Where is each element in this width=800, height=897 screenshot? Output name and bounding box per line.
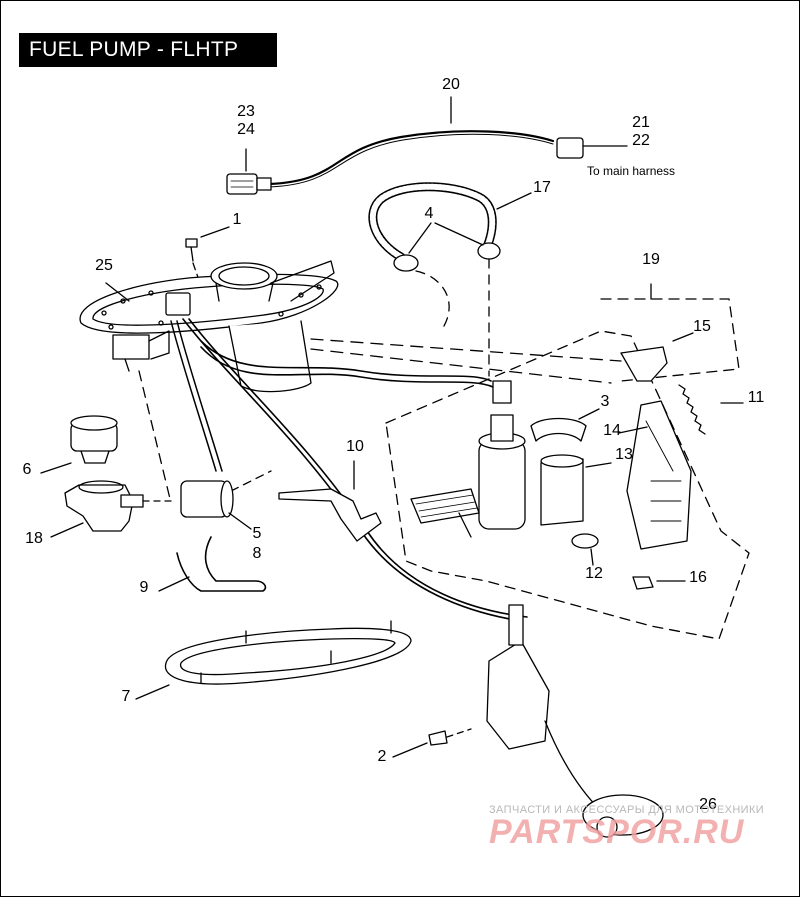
page-title: FUEL PUMP - FLHTP — [19, 33, 277, 67]
group-19-upper-box — [600, 298, 740, 382]
clip-12 — [571, 533, 599, 549]
nut-16 — [632, 576, 654, 590]
callout-19: 19 — [642, 251, 660, 268]
screw-1 — [185, 238, 198, 248]
strap-3 — [530, 417, 587, 442]
callout-labels: 1234567891011121314151617181920212223242… — [23, 76, 765, 813]
callout-4: 4 — [425, 205, 434, 222]
bracket-10 — [278, 488, 382, 542]
gasket-7 — [164, 627, 412, 685]
screw-2 — [428, 730, 448, 746]
callout-25: 25 — [95, 257, 113, 274]
callout-26: 26 — [699, 796, 717, 813]
callout-11: 11 — [748, 389, 765, 406]
callout-18: 18 — [25, 530, 43, 547]
callout-24: 24 — [237, 121, 255, 138]
callout-6: 6 — [23, 461, 32, 478]
spring-11 — [678, 384, 706, 435]
group-19-outline — [385, 330, 750, 640]
callout-15: 15 — [693, 318, 711, 335]
callout-10: 10 — [346, 438, 364, 455]
clamp-4-right — [477, 242, 501, 260]
fuel-pump — [478, 440, 526, 530]
callout-22: 22 — [632, 132, 650, 149]
strainer — [410, 488, 480, 524]
watermark-logo: PARTSPOR.RU — [489, 813, 745, 851]
callout-5: 5 — [253, 525, 262, 542]
callout-21: 21 — [632, 114, 650, 131]
callout-9: 9 — [140, 579, 149, 596]
bracket-15 — [620, 346, 668, 382]
clamp-4-left — [393, 254, 419, 272]
level-sender-26 — [486, 640, 550, 750]
callout-7: 7 — [122, 688, 131, 705]
fitting-18 — [64, 484, 134, 532]
filter-5 — [180, 480, 228, 518]
callout-20: 20 — [442, 76, 460, 93]
sender-14 — [626, 400, 692, 550]
callout-13: 13 — [615, 446, 633, 463]
callout-16: 16 — [689, 569, 707, 586]
harness-note: To main harness — [587, 164, 675, 178]
harness-20 — [267, 130, 555, 186]
callout-23: 23 — [237, 103, 255, 120]
watermark-caption: ЗАПЧАСТИ И АКСЕССУАРЫ ДЛЯ МОТОТЕХНИКИ — [489, 804, 765, 816]
callout-17: 17 — [533, 179, 551, 196]
clip-9 — [176, 536, 267, 592]
sleeve-13 — [540, 458, 584, 526]
connector-23-24 — [226, 173, 258, 195]
flange-plate-25 — [79, 273, 339, 334]
callout-3: 3 — [601, 393, 610, 410]
callout-12: 12 — [585, 565, 603, 582]
callout-14: 14 — [603, 422, 621, 439]
callout-2: 2 — [378, 748, 387, 765]
connector-21-22 — [556, 137, 584, 159]
callout-1: 1 — [233, 211, 242, 228]
callout-8: 8 — [253, 545, 262, 562]
